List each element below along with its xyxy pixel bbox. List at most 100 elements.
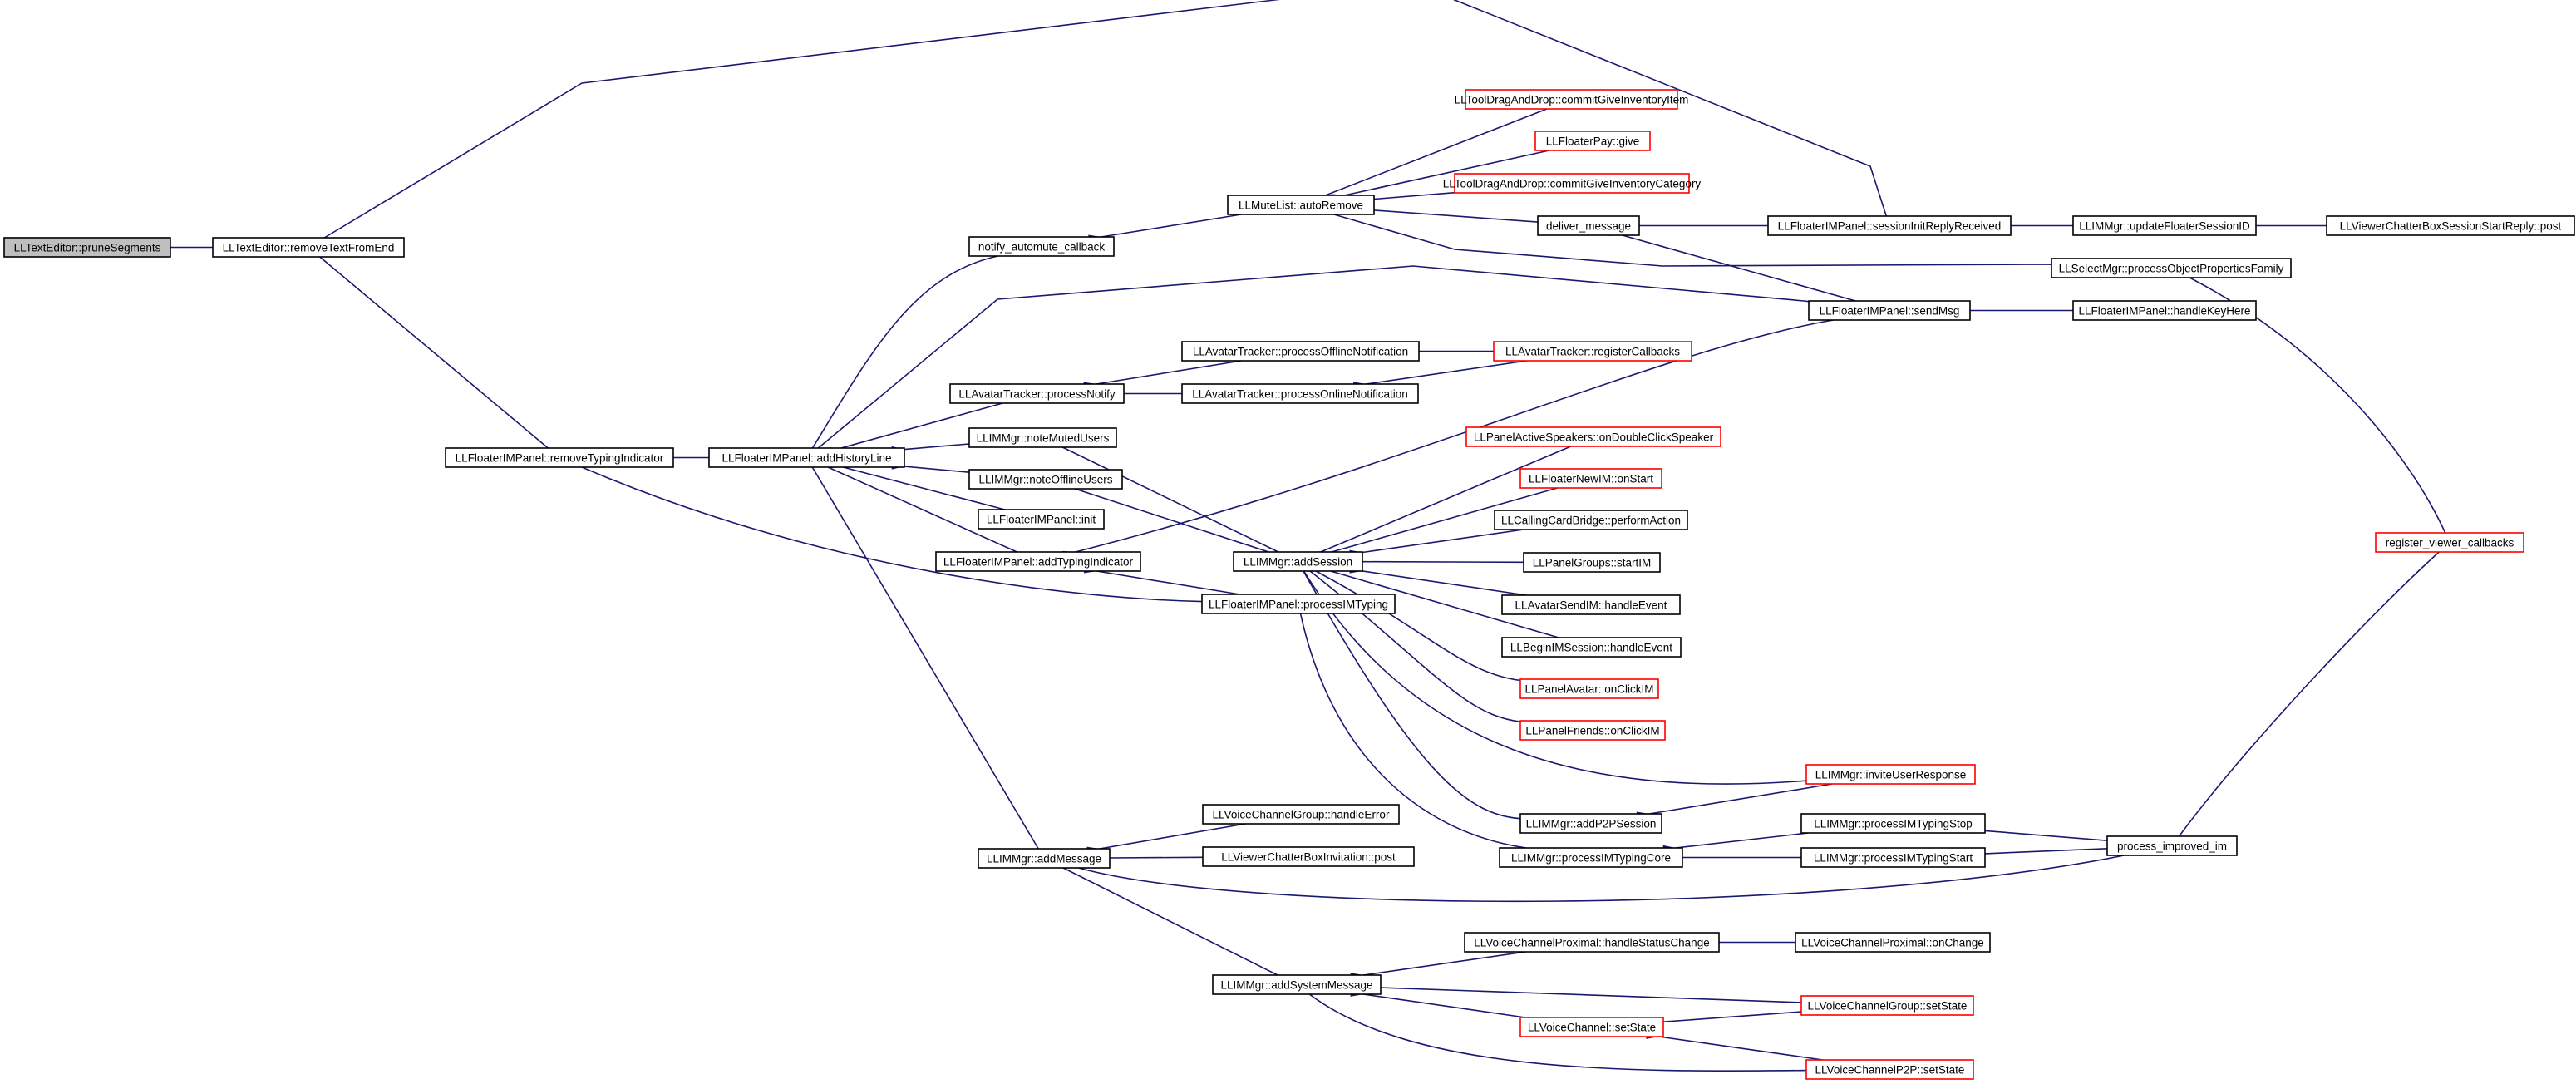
- node-label: LLVoiceChannelP2P::setState: [1815, 1064, 1965, 1077]
- node-box: [1767, 215, 2012, 236]
- node-label: LLCallingCardBridge::performAction: [1501, 515, 1681, 527]
- node-autoRemove[interactable]: LLMuteList::autoRemove: [1227, 195, 1375, 215]
- node-box: [1805, 764, 1976, 785]
- edge-sessionInitReply-to-removeText: [311, 0, 1888, 249]
- node-beginIMSession[interactable]: LLBeginIMSession::handleEvent: [1501, 637, 1682, 658]
- edge-deliverMsg-to-autoRemove: [1361, 204, 1539, 223]
- node-callingCard[interactable]: LLCallingCardBridge::performAction: [1494, 510, 1688, 530]
- node-removeTyping[interactable]: LLFloaterIMPanel::removeTypingIndicator: [445, 447, 674, 468]
- edge-callingCard-to-addSession: [1349, 529, 1524, 559]
- node-noteOffline[interactable]: LLIMMgr::noteOfflineUsers: [968, 469, 1123, 490]
- node-handleKeyHere[interactable]: LLFloaterIMPanel::handleKeyHere: [2072, 300, 2257, 321]
- edge-registerViewerCb-to-processImprovedIM: [2168, 551, 2440, 850]
- edge-vcSetState-to-addSysMsg: [1350, 988, 1526, 1018]
- node-label: LLIMMgr::addMessage: [987, 853, 1101, 865]
- node-floaterPayGive[interactable]: LLFloaterPay::give: [1534, 131, 1651, 151]
- node-layer: LLTextEditor::pruneSegments LLTextEditor:…: [3, 89, 2575, 1080]
- node-label: LLIMMgr::processIMTypingCore: [1511, 852, 1671, 865]
- node-updateFloaterSession[interactable]: LLIMMgr::updateFloaterSessionID: [2072, 215, 2257, 236]
- node-addSysMsg[interactable]: LLIMMgr::addSystemMessage: [1212, 974, 1382, 995]
- node-deliverMsg[interactable]: deliver_message: [1537, 215, 1640, 236]
- node-typingStop[interactable]: LLIMMgr::processIMTypingStop: [1800, 813, 1986, 834]
- node-panelGroups[interactable]: LLPanelGroups::startIM: [1523, 552, 1661, 573]
- node-label: LLIMMgr::noteMutedUsers: [977, 432, 1110, 445]
- node-box: [1465, 426, 1721, 447]
- node-panelAvatar[interactable]: LLPanelAvatar::onClickIM: [1519, 678, 1659, 699]
- edge-autoRemove-to-notifyAutomute: [1088, 214, 1242, 244]
- node-box: [1493, 341, 1692, 362]
- node-label: LLFloaterIMPanel::init: [987, 514, 1096, 526]
- node-box: [1499, 847, 1683, 868]
- node-label: LLSelectMgr::processObjectPropertiesFami…: [2059, 263, 2284, 275]
- node-processIMTyping[interactable]: LLFloaterIMPanel::processIMTyping: [1201, 594, 1396, 614]
- edge-panelAvatar-to-addSession: [1303, 561, 1521, 682]
- node-vcgSetState[interactable]: LLVoiceChannelGroup::setState: [1800, 995, 1974, 1016]
- node-addMessage[interactable]: LLIMMgr::addMessage: [978, 848, 1111, 869]
- edge-sendMsg-to-deliverMsg: [1609, 228, 1856, 302]
- node-addSession[interactable]: LLIMMgr::addSession: [1233, 551, 1363, 572]
- edge-sendMsg-to-addHistory: [805, 265, 1810, 460]
- edge-processImprovedIM-to-typingStop: [1972, 825, 2108, 841]
- edge-processNotify-to-addHistory: [828, 402, 1003, 456]
- node-avatarSendIM[interactable]: LLAvatarSendIM::handleEvent: [1501, 594, 1681, 615]
- node-box: [3, 237, 171, 258]
- node-box: [1808, 300, 1971, 321]
- node-sendMsg[interactable]: LLFloaterIMPanel::sendMsg: [1808, 300, 1971, 321]
- node-removeText[interactable]: LLTextEditor::removeTextFromEnd: [212, 237, 405, 258]
- node-processImprovedIM[interactable]: process_improved_im: [2106, 835, 2238, 856]
- node-box: [1181, 341, 1420, 362]
- node-box: [1202, 846, 1415, 867]
- node-notifyAutomute[interactable]: notify_automute_callback: [968, 236, 1115, 257]
- node-box: [1501, 594, 1681, 615]
- edge-notifyAutomute-to-addHistory: [802, 255, 998, 461]
- node-noteMuted[interactable]: LLIMMgr::noteMutedUsers: [968, 427, 1117, 448]
- node-registerCallbacks[interactable]: LLAvatarTracker::registerCallbacks: [1493, 341, 1692, 362]
- node-label: LLToolDragAndDrop::commitGiveInventoryCa…: [1443, 178, 1702, 190]
- node-addTyping[interactable]: LLFloaterIMPanel::addTypingIndicator: [935, 551, 1141, 572]
- edge-panelFriends-to-addSession: [1298, 559, 1521, 722]
- node-label: LLViewerChatterBoxInvitation::post: [1221, 851, 1396, 864]
- node-vcbSessionStart[interactable]: LLViewerChatterBoxSessionStartReply::pos…: [2326, 215, 2575, 236]
- node-onDblClickSpeaker[interactable]: LLPanelActiveSpeakers::onDoubleClickSpea…: [1465, 426, 1721, 447]
- node-vcbInvPost[interactable]: LLViewerChatterBoxInvitation::post: [1202, 846, 1415, 867]
- node-box: [1795, 932, 1991, 953]
- node-panelInit[interactable]: LLFloaterIMPanel::init: [978, 509, 1105, 530]
- edge-addSession-to-noteMuted: [1049, 437, 1279, 553]
- node-label: LLToolDragAndDrop::commitGiveInventoryIt…: [1455, 94, 1689, 106]
- node-commitGiveItem[interactable]: LLToolDragAndDrop::commitGiveInventoryIt…: [1455, 89, 1689, 110]
- node-prune[interactable]: LLTextEditor::pruneSegments: [3, 237, 171, 258]
- node-box: [445, 447, 674, 468]
- node-label: LLPanelAvatar::onClickIM: [1524, 683, 1653, 696]
- node-box: [1519, 720, 1666, 741]
- node-onlineNotif[interactable]: LLAvatarTracker::processOnlineNotificati…: [1181, 383, 1419, 404]
- node-addP2P[interactable]: LLIMMgr::addP2PSession: [1519, 813, 1662, 834]
- node-processNotify[interactable]: LLAvatarTracker::processNotify: [949, 383, 1125, 404]
- node-vcgHandleError[interactable]: LLVoiceChannelGroup::handleError: [1202, 804, 1400, 825]
- edge-processIMTyping-to-removeTyping: [569, 458, 1203, 603]
- node-processIMTypingCore[interactable]: LLIMMgr::processIMTypingCore: [1499, 847, 1683, 868]
- node-label: LLVoiceChannel::setState: [1528, 1022, 1656, 1034]
- node-vcSetState[interactable]: LLVoiceChannel::setState: [1519, 1017, 1664, 1037]
- node-addHistory[interactable]: LLFloaterIMPanel::addHistoryLine: [708, 447, 905, 468]
- node-floaterNewIM[interactable]: LLFloaterNewIM::onStart: [1519, 468, 1662, 489]
- node-box: [1227, 195, 1375, 215]
- node-sessionInitReply[interactable]: LLFloaterIMPanel::sessionInitReplyReceiv…: [1767, 215, 2012, 236]
- node-vcpHandleStatus[interactable]: LLVoiceChannelProximal::handleStatusChan…: [1464, 932, 1720, 953]
- node-panelFriends[interactable]: LLPanelFriends::onClickIM: [1519, 720, 1666, 741]
- node-selectMgr[interactable]: LLSelectMgr::processObjectPropertiesFami…: [2051, 258, 2292, 278]
- node-commitGiveCat[interactable]: LLToolDragAndDrop::commitGiveInventoryCa…: [1443, 173, 1702, 194]
- edge-removeTyping-to-removeText: [307, 245, 549, 449]
- node-vcpOnChange[interactable]: LLVoiceChannelProximal::onChange: [1795, 932, 1991, 953]
- node-vcp2pSetState[interactable]: LLVoiceChannelP2P::setState: [1805, 1059, 1974, 1080]
- edge-commitGiveCat-to-autoRemove: [1361, 191, 1455, 204]
- node-typingStart[interactable]: LLIMMgr::processIMTypingStart: [1800, 847, 1986, 868]
- edge-selectMgr-to-autoRemove: [1321, 207, 2052, 267]
- node-offlineNotif[interactable]: LLAvatarTracker::processOfflineNotificat…: [1181, 341, 1420, 362]
- edge-noteOffline-to-addHistory: [891, 461, 970, 473]
- edge-panelGroups-to-addSession: [1349, 557, 1524, 566]
- node-inviteUserResp[interactable]: LLIMMgr::inviteUserResponse: [1805, 764, 1976, 785]
- node-registerViewerCb[interactable]: register_viewer_callbacks: [2375, 532, 2524, 553]
- node-label: LLFloaterIMPanel::addTypingIndicator: [943, 556, 1134, 569]
- node-box: [968, 427, 1117, 448]
- node-box: [2375, 532, 2524, 553]
